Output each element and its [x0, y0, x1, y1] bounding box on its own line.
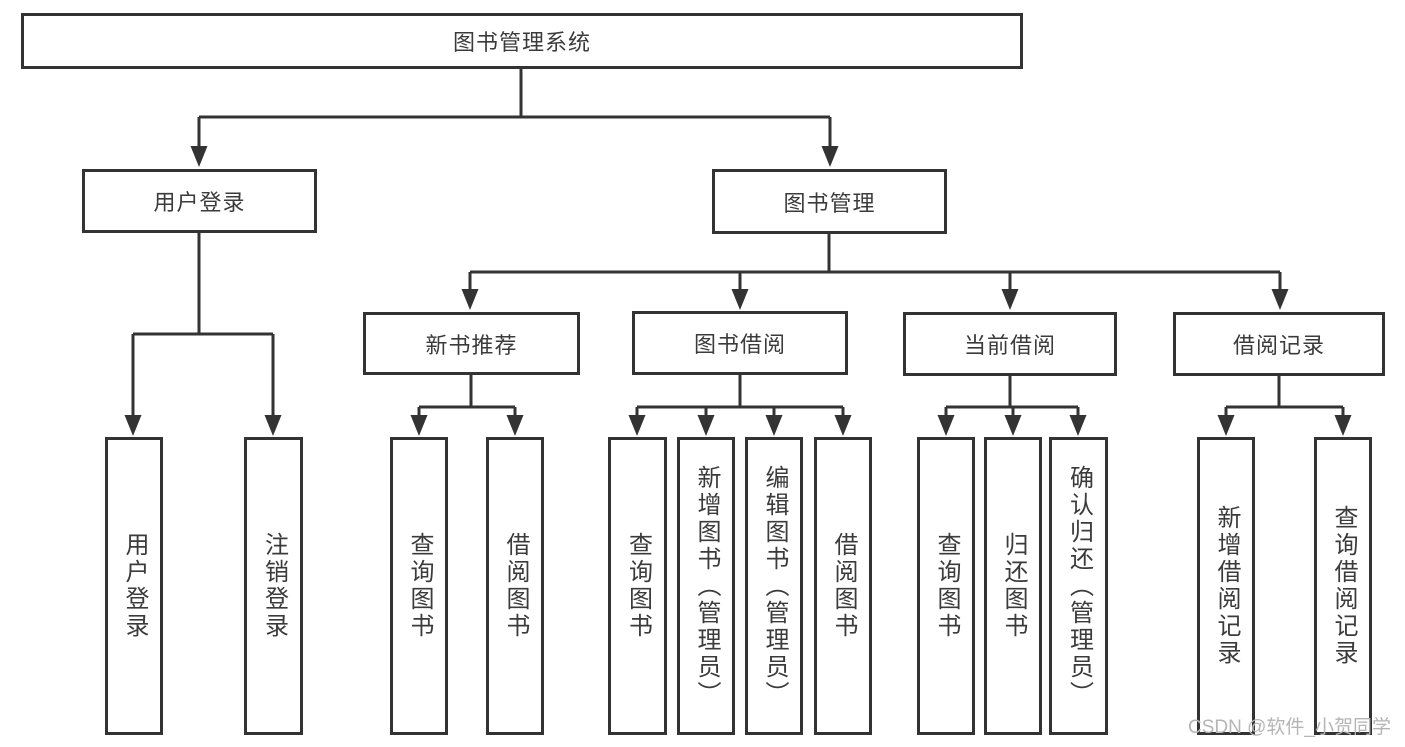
leaf-query-borrow-record: 查询借阅记录 — [1314, 437, 1372, 735]
node-label: 借阅图书 — [830, 532, 857, 640]
leaf-confirm-return-admin: 确认归还（管理员） — [1049, 437, 1108, 735]
node-label: 新增图书（管理员） — [693, 464, 720, 708]
leaf-query-books-current: 查询图书 — [917, 437, 975, 735]
node-current-borrow: 当前借阅 — [903, 312, 1117, 376]
leaf-add-book-admin: 新增图书（管理员） — [677, 437, 735, 735]
node-label: 确认归还（管理员） — [1065, 464, 1093, 708]
leaf-logout: 注销登录 — [244, 437, 303, 735]
leaf-add-borrow-record: 新增借阅记录 — [1197, 437, 1255, 735]
node-book-management: 图书管理 — [712, 169, 947, 234]
node-label: 新书推荐 — [425, 332, 518, 358]
node-label: 编辑图书（管理员） — [761, 464, 788, 708]
node-new-book-recommend: 新书推荐 — [363, 312, 580, 375]
node-label: 新增借阅记录 — [1213, 505, 1240, 667]
leaf-edit-book-admin: 编辑图书（管理员） — [745, 437, 803, 735]
leaf-borrow-books-borrow: 借阅图书 — [814, 437, 872, 735]
node-library-system: 图书管理系统 — [21, 13, 1023, 69]
node-label: 图书管理 — [783, 190, 876, 216]
node-label: 当前借阅 — [963, 333, 1056, 358]
node-borrow-records: 借阅记录 — [1173, 312, 1385, 376]
leaf-query-books-newbooks: 查询图书 — [390, 437, 448, 735]
node-label: 借阅图书 — [502, 532, 529, 640]
node-label: 查询图书 — [933, 532, 960, 640]
node-book-borrow: 图书借阅 — [632, 311, 848, 375]
watermark-text: CSDN @软件_小贺同学 — [1188, 717, 1391, 738]
node-label: 查询图书 — [624, 532, 652, 640]
node-label: 查询借阅记录 — [1330, 505, 1357, 667]
node-label: 注销登录 — [260, 532, 288, 640]
leaf-return-book: 归还图书 — [984, 437, 1042, 735]
leaf-borrow-books-newbooks: 借阅图书 — [486, 437, 544, 735]
node-label: 借阅记录 — [1232, 333, 1325, 358]
node-label: 用户登录 — [121, 532, 148, 640]
node-label: 用户登录 — [153, 190, 246, 215]
node-label: 归还图书 — [1000, 532, 1027, 640]
leaf-query-books-borrow: 查询图书 — [608, 437, 667, 735]
node-label: 查询图书 — [406, 532, 433, 640]
node-label: 图书管理系统 — [452, 30, 591, 55]
leaf-user-login: 用户登录 — [105, 437, 163, 735]
node-user-login: 用户登录 — [82, 169, 317, 233]
node-label: 图书借阅 — [693, 332, 786, 357]
